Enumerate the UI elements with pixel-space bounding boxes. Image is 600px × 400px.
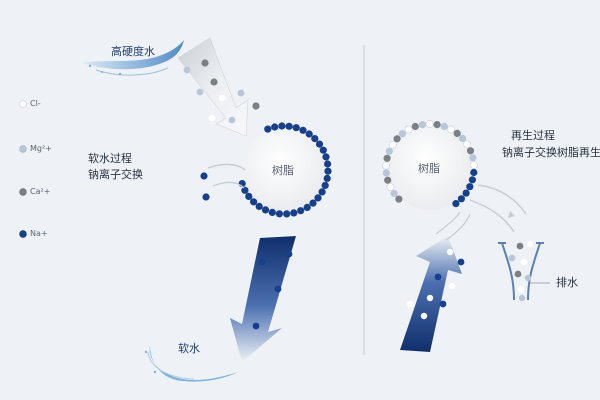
- sodium-ion: [245, 193, 252, 200]
- sodium-ion: [324, 160, 331, 167]
- resin-ion: [441, 123, 448, 130]
- resin-ion: [387, 184, 394, 191]
- legend-dot-0: [20, 101, 27, 108]
- exchange-flow-left: [200, 164, 245, 200]
- softening-title: 软水过程: [88, 152, 132, 166]
- hard-water-label: 高硬度水: [111, 45, 155, 59]
- resin-ion: [470, 169, 477, 176]
- resin-ion: [470, 162, 477, 169]
- sodium-ion: [297, 207, 304, 214]
- drain-label: 排水: [556, 276, 578, 290]
- sodium-ion: [322, 182, 329, 189]
- resin-ion: [467, 147, 474, 154]
- resin-ion: [419, 121, 426, 128]
- entry-flow-lines: [436, 212, 470, 240]
- resin-ion: [454, 130, 461, 137]
- resin-ion: [469, 176, 476, 183]
- resin-ion: [469, 154, 476, 161]
- resin-ion: [384, 177, 391, 184]
- resin-ion: [383, 169, 390, 176]
- resin-ion: [386, 148, 393, 155]
- sodium-ion: [250, 198, 257, 205]
- resin-ion: [458, 195, 465, 202]
- resin-ion: [434, 121, 441, 128]
- drain-funnel: [498, 241, 544, 301]
- sodium-ion: [324, 175, 331, 182]
- resin-ion: [459, 135, 466, 142]
- sodium-ion: [316, 141, 323, 148]
- resin-ion: [384, 155, 391, 162]
- sodium-ion: [319, 188, 326, 195]
- regeneration-title: 再生过程: [511, 129, 555, 143]
- resin-ion: [452, 200, 459, 207]
- resin-ion: [463, 190, 470, 197]
- legend-label-na: Na+: [30, 229, 48, 238]
- legend-dots: [20, 101, 27, 238]
- sodium-ion: [269, 209, 276, 216]
- sodium-ion: [264, 126, 271, 133]
- resin-ion: [395, 196, 402, 203]
- legend-label-ca: Ca²+: [30, 187, 50, 196]
- regeneration-subtitle: 钠离子交换树脂再生: [502, 146, 600, 160]
- resin-label-right: 树脂: [418, 162, 440, 176]
- resin-ion: [389, 141, 396, 148]
- sodium-ion: [278, 122, 285, 129]
- sodium-ion: [293, 124, 300, 131]
- legend-dot-1: [20, 146, 27, 153]
- resin-ion: [394, 135, 401, 142]
- sodium-ion: [320, 147, 327, 154]
- legend-dot-3: [20, 231, 27, 238]
- sodium-ion: [306, 130, 313, 137]
- sodium-ion: [283, 210, 290, 217]
- soft-water-label: 软水: [178, 342, 200, 356]
- resin-ion: [466, 183, 473, 190]
- legend-dot-2: [20, 189, 27, 196]
- sodium-ion: [299, 127, 306, 134]
- sodium-ion: [276, 210, 283, 217]
- resin-ion: [405, 126, 412, 133]
- sodium-ion: [311, 135, 318, 142]
- sodium-ion: [241, 187, 248, 194]
- sodium-ion: [314, 194, 321, 201]
- resin-ion: [391, 190, 398, 197]
- sodium-ion: [262, 206, 269, 213]
- sodium-ion: [290, 209, 297, 216]
- resin-ion: [447, 126, 454, 133]
- legend-label-mg: Mg²+: [30, 144, 52, 153]
- resin-label-left: 树脂: [272, 164, 294, 178]
- sodium-ion: [324, 168, 331, 175]
- sodium-ion: [256, 203, 263, 210]
- resin-ion: [426, 120, 433, 127]
- sodium-ion: [309, 200, 316, 207]
- resin-ion: [464, 141, 471, 148]
- regeneration-flow: [470, 185, 526, 232]
- resin-ion: [383, 162, 390, 169]
- softening-subtitle: 钠离子交换: [88, 168, 143, 182]
- sodium-ion: [322, 153, 329, 160]
- sodium-ion: [304, 204, 311, 211]
- sodium-ion: [271, 123, 278, 130]
- hard-water-arrow: [178, 38, 248, 136]
- resin-ion: [399, 130, 406, 137]
- legend-label-cl: Cl-: [30, 99, 41, 108]
- sodium-ion: [286, 123, 293, 130]
- resin-ion: [412, 123, 419, 130]
